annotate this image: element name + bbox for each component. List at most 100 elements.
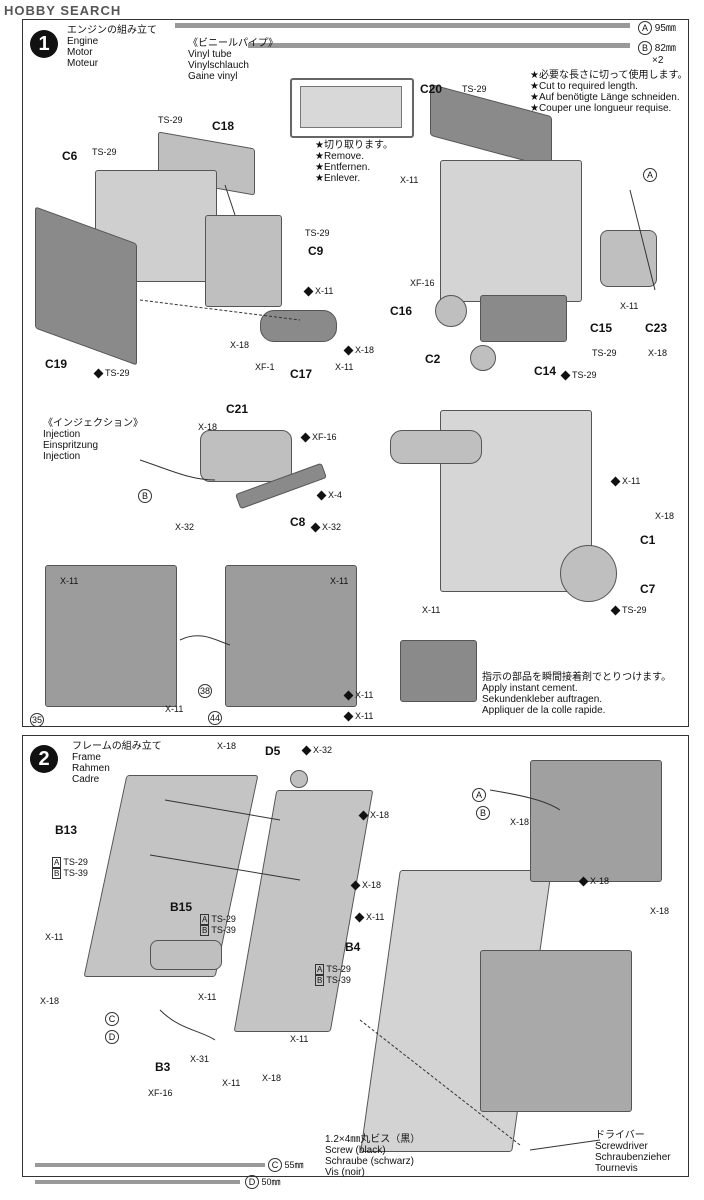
crossmember-b15 [150, 940, 222, 970]
callout-x11-11: X-11 [422, 605, 441, 615]
watermark-text: HOBBY SEARCH [4, 3, 122, 18]
remove-note: ★切り取ります。 ★Remove. ★Entfernen. ★Enlever. [315, 140, 393, 184]
filter-c16 [435, 295, 467, 327]
callout-x11-5: X-11 [610, 476, 640, 487]
label-b3: B3 [155, 1060, 171, 1074]
vinyl-tube-note: 《ビニールパイプ》 Vinyl tube Vinylschlauch Gaine… [188, 38, 278, 82]
callout-ts29-7: TS-29 [560, 370, 597, 381]
carb-row [390, 430, 482, 464]
label-c7: C7 [640, 582, 656, 596]
callout2-x11-3: X-11 [198, 992, 217, 1002]
label-d5: D5 [265, 744, 281, 758]
tube-b-bar [248, 43, 630, 48]
callout-ts29-3: TS-29 [305, 228, 330, 238]
step1-panel [22, 19, 689, 727]
callout2-x11-5: X-11 [290, 1034, 309, 1044]
callout-x11-7: X-11 [165, 704, 184, 714]
callout2-xf16: XF-16 [148, 1088, 173, 1098]
callout-xf16-1: XF-16 [410, 278, 435, 288]
throttle-bodies-c21 [200, 430, 292, 482]
callout-ts29-1: TS-29 [158, 115, 183, 125]
callout2-x32: X-32 [301, 745, 332, 756]
label-c19: C19 [45, 357, 68, 371]
circle2-b: B [476, 803, 490, 821]
callout-x18-2: X-18 [343, 345, 374, 356]
callout2-x18-6: X-18 [510, 817, 530, 827]
tube-c-label: C 55㎜ [268, 1158, 304, 1172]
callout-x18-4: X-18 [198, 422, 218, 432]
ref-44: 44 [208, 711, 222, 725]
callout-xf16-2: XF-16 [300, 432, 337, 443]
ref-38: 38 [198, 684, 212, 698]
label-c21: C21 [226, 402, 249, 416]
label-b13: B13 [55, 823, 78, 837]
tube-c-bar [35, 1163, 265, 1167]
label-c15: C15 [590, 321, 613, 335]
step2-panel [22, 735, 689, 1177]
callout-x4: X-4 [316, 490, 342, 501]
screw-note: 1.2×4㎜丸ビス（黒） Screw (black) Schraube (sch… [325, 1134, 421, 1178]
label-c2: C2 [425, 352, 441, 366]
circle-a: A [643, 165, 657, 183]
circle-b: B [138, 486, 152, 504]
callout-x18-1: X-18 [230, 340, 250, 350]
engine-right-view [225, 565, 357, 707]
part-c2 [470, 345, 496, 371]
callout-xf1: XF-1 [255, 362, 275, 372]
callout-x11-2: X-11 [335, 362, 354, 372]
watermark-logo: HOBBY SEARCH [4, 3, 121, 18]
engine-left-view [45, 565, 177, 707]
engine-in-frame [480, 950, 632, 1112]
label-c8: C8 [290, 515, 306, 529]
callout2-x18-4: X-18 [40, 996, 60, 1006]
tube-d-label: D 50㎜ [245, 1175, 281, 1189]
callout2-x18-7: X-18 [578, 876, 609, 887]
circle-d: D [105, 1027, 119, 1045]
callout-ts29-2: TS-29 [92, 147, 117, 157]
label-b15: B15 [170, 900, 193, 914]
engine-body [440, 160, 582, 302]
callout2-x18-8: X-18 [650, 906, 670, 916]
callout2-x11-4: X-11 [222, 1078, 241, 1088]
sprue-inner [300, 86, 402, 128]
cut-note: ★必要な長さに切って使用します。 ★Cut to required length… [530, 70, 688, 114]
callout-x18-5: X-18 [655, 511, 675, 521]
callout-x11-1: X-11 [303, 286, 333, 297]
label-c9: C9 [308, 244, 324, 258]
step2-title: フレームの組み立て Frame Rahmen Cadre [72, 741, 162, 785]
callout-x11-10: X-11 [343, 711, 373, 722]
driver-note: ドライバー Screwdriver Schraubenzieher Tourne… [595, 1130, 671, 1174]
callout-x11-6: X-11 [60, 576, 79, 586]
label-c18: C18 [212, 119, 235, 133]
sprue-frame [290, 78, 414, 138]
callout2-x18-5: X-18 [262, 1073, 282, 1083]
callout-x32-1: X-32 [175, 522, 195, 532]
callout-x11-3: X-11 [400, 175, 419, 185]
label-c14: C14 [534, 364, 557, 378]
oil-pan-detail [400, 640, 477, 702]
label-c17: C17 [290, 367, 313, 381]
callout-x11-4: X-11 [620, 301, 639, 311]
step1-title: エンジンの組み立て Engine Motor Moteur [67, 25, 157, 69]
callout-x11-9: X-11 [343, 690, 373, 701]
oil-pan-c14 [480, 295, 567, 342]
injection-note: 《インジェクション》 Injection Einspritzung Inject… [43, 418, 143, 462]
circle2-a: A [472, 785, 486, 803]
ref-35: 35 [30, 713, 44, 727]
callout2-x11-2: X-11 [45, 932, 64, 942]
callout-x11-8: X-11 [330, 576, 349, 586]
cover-c7 [560, 545, 617, 602]
callout-ts29-8: TS-29 [610, 605, 647, 616]
exhaust-c17 [260, 310, 337, 342]
tube-d-bar [35, 1180, 240, 1184]
callout-ts29-6: TS-29 [592, 348, 617, 358]
step1-number: 1 [30, 30, 58, 58]
label-c16: C16 [390, 304, 413, 318]
callout-ts29-4: TS-29 [93, 368, 130, 379]
cement-note: 指示の部品を瞬間接着剤でとりつけます。 Apply instant cement… [482, 672, 672, 716]
callout2-x18-2: X-18 [358, 810, 389, 821]
label-c6: C6 [62, 149, 78, 163]
tube-b-label: B 82㎜ ×2 [638, 39, 676, 66]
